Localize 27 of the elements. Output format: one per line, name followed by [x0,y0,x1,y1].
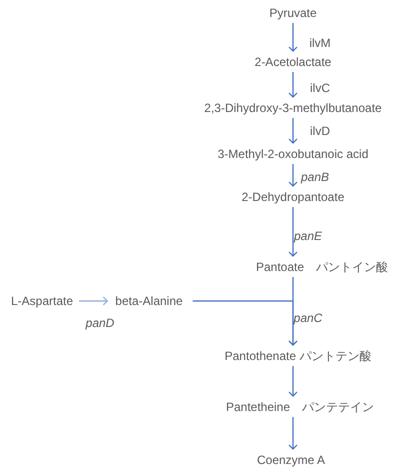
arrow [288,72,298,98]
metabolite-label: 2-Dehydropantoate [242,190,344,204]
metabolite-label: 2,3-Dihydroxy-3-methylbutanoate [204,101,382,115]
arrow [192,300,298,346]
arrow [288,164,298,187]
arrow [79,296,108,306]
arrow [288,366,298,397]
arrow [288,23,298,52]
metabolite-label: Pantothenate パントテン酸 [224,349,372,363]
enzyme-label: panE [294,229,322,243]
metabolite-label: Pyruvate [269,6,317,20]
metabolite-label: beta-Alanine [115,294,183,308]
enzyme-label: panD [86,316,114,330]
metabolite-label: 3-Methyl-2-oxobutanoic acid [218,147,368,161]
metabolite-label: Coenzyme A [256,453,326,467]
enzyme-label: panB [300,170,330,184]
arrow [288,417,298,450]
metabolite-label: 2-Acetolactate [254,55,332,69]
metabolite-label: L-Aspartate [10,294,74,308]
enzyme-label: ilvC [310,81,330,95]
enzyme-label: panC [294,311,322,325]
enzyme-label: ilvD [310,124,330,138]
metabolite-label: Pantoate パントイン酸 [256,260,388,274]
arrow [288,118,298,144]
arrow [288,207,298,257]
metabolite-label: Pantetheine パンテテイン [226,400,374,414]
enzyme-label: ilvM [309,36,331,50]
